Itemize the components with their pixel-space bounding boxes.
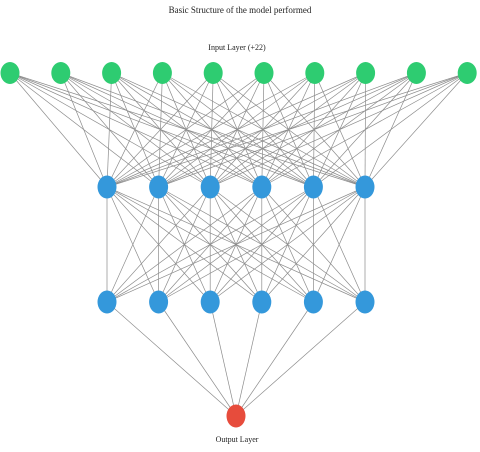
edge-l0-n5-to-n4	[263, 72, 314, 188]
hidden-node-layer1-3	[252, 175, 272, 199]
hidden-node-layer2-2	[200, 290, 220, 314]
edge-l1-n5-to-n0	[106, 186, 366, 303]
edge-l0-n2-to-n0	[106, 72, 112, 188]
edge-l0-n3-to-n4	[162, 72, 314, 188]
input-node-layer0-7	[356, 62, 376, 84]
edge-l2-n3-to-n0	[235, 301, 263, 417]
diagram-title: Basic Structure of the model performed	[168, 5, 312, 15]
hidden-node-layer2-5	[355, 290, 375, 314]
edge-l2-n4-to-n0	[235, 301, 314, 417]
edge-l0-n0-to-n0	[9, 72, 108, 188]
edge-l1-n5-to-n1	[158, 186, 366, 303]
edge-l2-n1-to-n0	[158, 301, 237, 417]
hidden-node-layer1-5	[355, 175, 375, 199]
edge-l2-n0-to-n0	[106, 301, 237, 417]
hidden-node-layer1-2	[200, 175, 220, 199]
edge-l1-n5-to-n3	[261, 186, 366, 303]
input-node-layer0-4	[203, 62, 223, 84]
output-layer-label: Output Layer	[215, 435, 259, 444]
edge-l0-n2-to-n1	[111, 72, 159, 188]
edge-l1-n3-to-n0	[106, 186, 263, 303]
input-node-layer0-2	[102, 62, 122, 84]
input-node-layer0-0	[0, 62, 20, 84]
edge-l1-n5-to-n4	[313, 186, 366, 303]
hidden-node-layer2-1	[149, 290, 169, 314]
edge-l0-n3-to-n2	[162, 72, 211, 188]
edge-l0-n9-to-n0	[106, 72, 468, 188]
edge-l0-n6-to-n0	[106, 72, 315, 188]
edge-l0-n2-to-n3	[111, 72, 263, 188]
edge-l0-n1-to-n0	[60, 72, 108, 188]
hidden-node-layer1-0	[97, 175, 117, 199]
edge-l0-n5-to-n0	[106, 72, 265, 188]
edge-l0-n1-to-n1	[60, 72, 159, 188]
edge-l0-n9-to-n5	[364, 72, 468, 188]
edge-l0-n4-to-n5	[212, 72, 366, 188]
input-node-layer0-5	[254, 62, 274, 84]
edge-l0-n3-to-n3	[162, 72, 263, 188]
edge-l0-n3-to-n0	[106, 72, 163, 188]
hidden-node-layer2-4	[303, 290, 323, 314]
edges-group	[9, 72, 468, 417]
input-node-layer0-3	[152, 62, 172, 84]
output-node-layer3-0	[226, 404, 246, 428]
edge-l1-n1-to-n0	[106, 186, 159, 303]
input-node-layer0-1	[51, 62, 71, 84]
input-node-layer0-9	[457, 62, 477, 84]
edge-l0-n4-to-n4	[212, 72, 314, 188]
edge-l2-n2-to-n0	[209, 301, 237, 417]
edge-l0-n9-to-n2	[210, 72, 468, 188]
input-node-layer0-8	[406, 62, 426, 84]
edge-l0-n0-to-n1	[9, 72, 159, 188]
edge-l2-n5-to-n0	[235, 301, 366, 417]
edge-l0-n8-to-n0	[106, 72, 417, 188]
edge-l0-n9-to-n3	[261, 72, 468, 188]
hidden-node-layer2-3	[252, 290, 272, 314]
edge-l0-n7-to-n0	[106, 72, 366, 188]
edge-l1-n2-to-n0	[106, 186, 211, 303]
edge-l0-n1-to-n2	[60, 72, 211, 188]
edge-l0-n4-to-n3	[212, 72, 263, 188]
hidden-node-layer1-1	[149, 175, 169, 199]
edge-l1-n4-to-n0	[106, 186, 314, 303]
nodes-group	[0, 62, 477, 428]
hidden-node-layer2-0	[97, 290, 117, 314]
edge-l0-n9-to-n1	[158, 72, 468, 188]
edge-l0-n4-to-n0	[106, 72, 214, 188]
input-layer-label: Input Layer (+22)	[208, 43, 266, 52]
edge-l0-n9-to-n4	[313, 72, 468, 188]
hidden-node-layer1-4	[303, 175, 323, 199]
input-node-layer0-6	[305, 62, 325, 84]
edge-l1-n5-to-n2	[209, 186, 366, 303]
